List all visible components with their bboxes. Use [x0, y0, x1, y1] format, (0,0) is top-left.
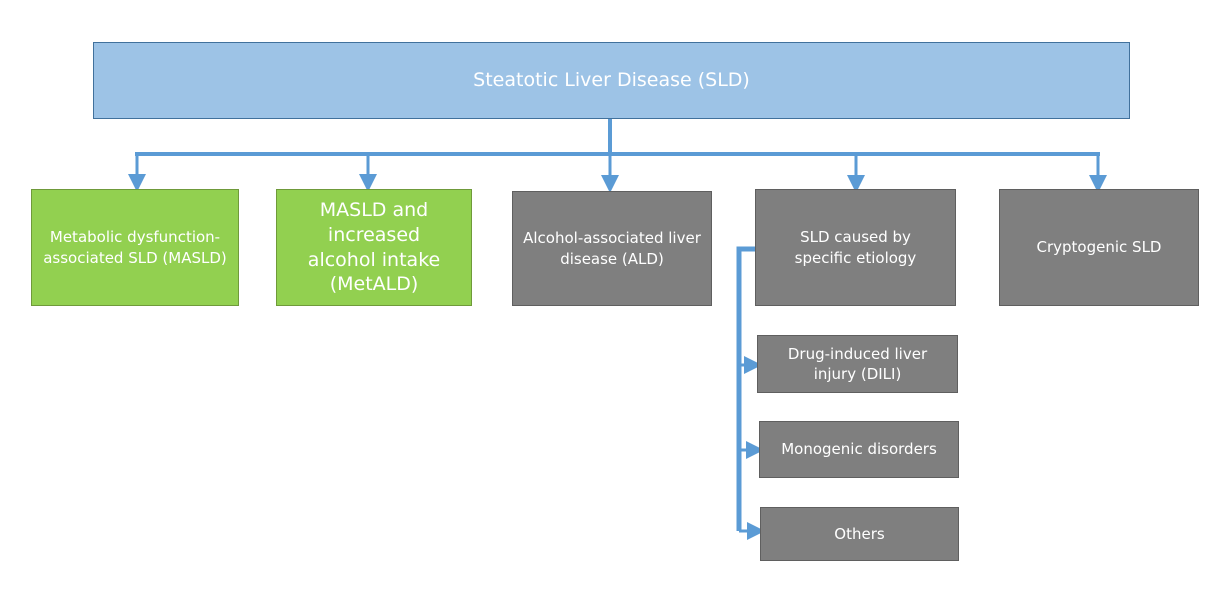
root-label: Steatotic Liver Disease (SLD): [473, 68, 750, 91]
etiology-others: Others: [760, 507, 959, 561]
category-label: Alcohol-associated liver disease (ALD): [523, 229, 701, 268]
etiology-monogenic: Monogenic disorders: [759, 421, 959, 478]
etiology-dili: Drug-induced liver injury (DILI): [757, 335, 958, 393]
category-ald: Alcohol-associated liver disease (ALD): [512, 191, 712, 306]
category-masld: Metabolic dysfunction-associated SLD (MA…: [31, 189, 239, 306]
category-cryptogenic: Cryptogenic SLD: [999, 189, 1199, 306]
category-label: Cryptogenic SLD: [1036, 238, 1162, 257]
etiology-label: Drug-induced liver injury (DILI): [787, 344, 928, 383]
category-label: MASLD and increased alcohol intake (MetA…: [307, 199, 441, 296]
category-label: SLD caused by specific etiology: [794, 228, 917, 267]
etiology-label: Others: [834, 524, 885, 543]
category-label: Metabolic dysfunction-associated SLD (MA…: [43, 228, 227, 267]
etiology-label: Monogenic disorders: [781, 440, 937, 459]
etiology-bracket: [736, 246, 755, 531]
root-node: Steatotic Liver Disease (SLD): [93, 42, 1130, 119]
category-specific-etiology: SLD caused by specific etiology: [755, 189, 956, 306]
category-metald: MASLD and increased alcohol intake (MetA…: [276, 189, 472, 306]
